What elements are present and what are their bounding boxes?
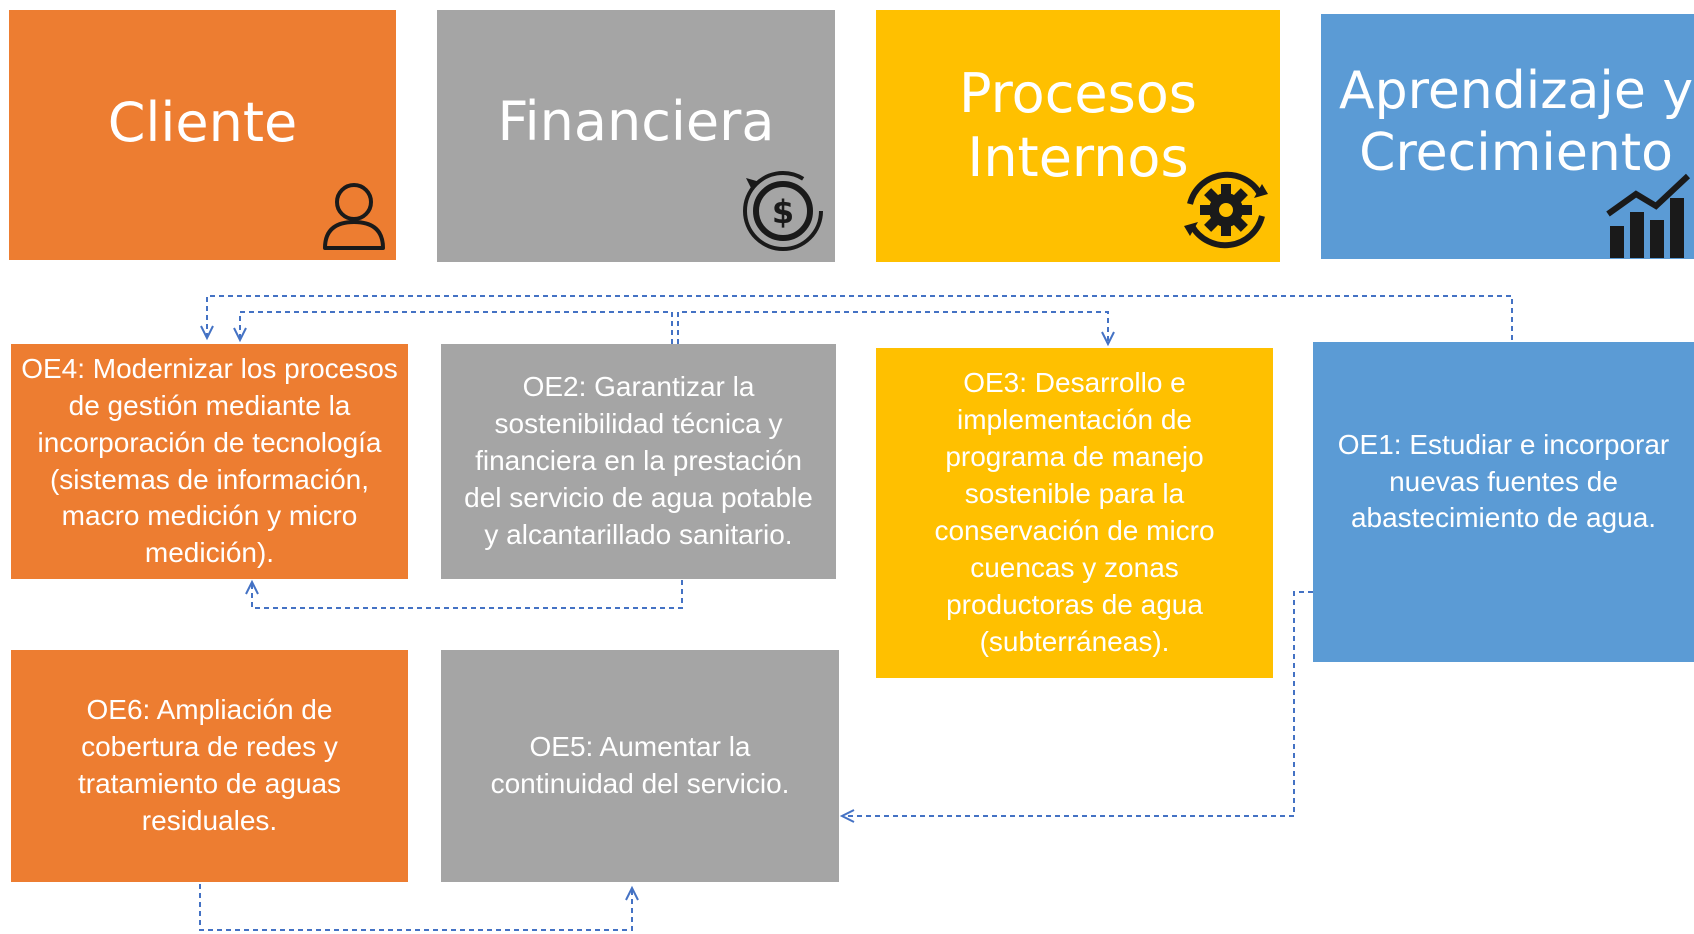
objective-oe2: OE2: Garantizar la sostenibilidad técnic…	[441, 344, 836, 579]
header-cliente-label: Cliente	[107, 91, 298, 155]
growth-chart-icon	[1606, 173, 1691, 258]
objective-oe6-text: OE6: Ampliación de cobertura de redes y …	[77, 694, 342, 836]
objective-oe1: OE1: Estudiar e incorporar nuevas fuente…	[1313, 342, 1694, 662]
objective-oe2-text: OE2: Garantizar la sostenibilidad técnic…	[464, 371, 813, 550]
dollar-cycle-icon: $	[743, 171, 823, 251]
connector-oe1-to-oe4	[200, 295, 1513, 341]
objective-oe1-text: OE1: Estudiar e incorporar nuevas fuente…	[1337, 428, 1670, 534]
objective-oe4: OE4: Modernizar los procesos de gestión …	[11, 344, 408, 579]
objective-oe3-text: OE3: Desarrollo e implementación de prog…	[934, 367, 1215, 657]
gear-cycle-icon	[1184, 171, 1268, 249]
header-cliente: Cliente	[9, 10, 396, 260]
header-financiera-label: Financiera	[497, 90, 775, 154]
objective-oe5: OE5: Aumentar la continuidad del servici…	[441, 650, 839, 882]
header-aprendizaje-label: Aprendizaje y Crecimiento	[1339, 61, 1694, 183]
objective-oe3: OE3: Desarrollo e implementación de prog…	[876, 348, 1273, 678]
objective-oe5-text: OE5: Aumentar la continuidad del servici…	[490, 731, 790, 799]
svg-text:$: $	[772, 193, 794, 231]
connector-oe2-to-oe4	[233, 311, 673, 344]
person-icon	[323, 183, 385, 250]
connector-oe2-to-oe3	[677, 311, 1115, 347]
connector-oe2-to-oe4-bottom	[245, 579, 683, 609]
objective-oe4-text: OE4: Modernizar los procesos de gestión …	[21, 352, 398, 569]
header-financiera: Financiera	[437, 10, 835, 262]
objective-oe6: OE6: Ampliación de cobertura de redes y …	[11, 650, 408, 882]
connector-oe6-to-oe5	[199, 884, 639, 931]
connector-oe1-to-oe5	[839, 591, 1313, 823]
header-aprendizaje: Aprendizaje y Crecimiento	[1321, 14, 1694, 259]
header-procesos-label: Procesos Internos	[959, 62, 1197, 189]
